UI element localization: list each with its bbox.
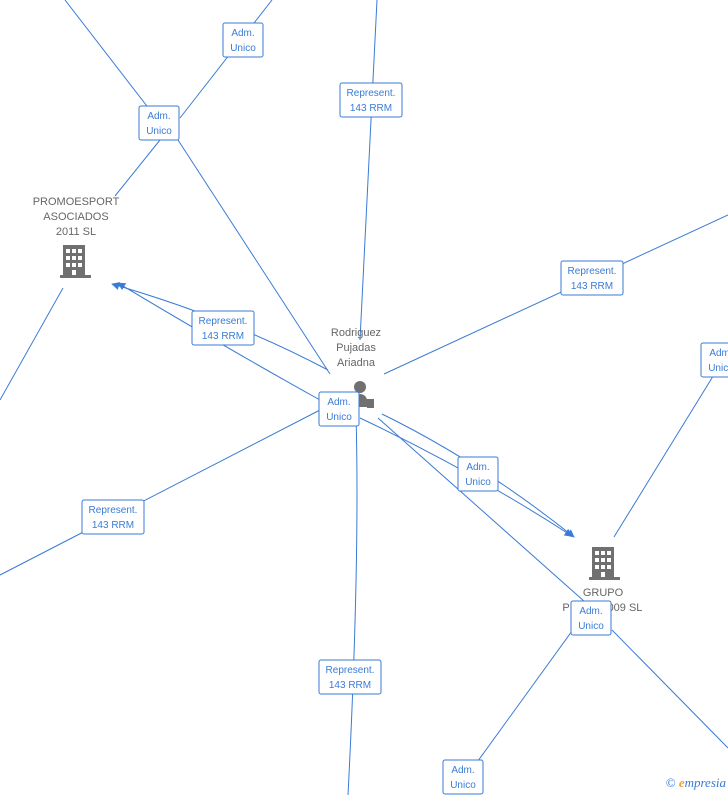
edge-label-text: 143 RRM [202, 331, 244, 342]
edge-label-text: Adm. [709, 348, 728, 359]
edge-label-text: Adm. [231, 28, 254, 39]
edge-label-text: Represent. [89, 505, 138, 516]
copyright-symbol: © [665, 775, 676, 790]
edge-label-text: 143 RRM [350, 103, 392, 114]
edge-label-text: Adm. [466, 462, 489, 473]
edge-top-represent [359, 0, 378, 341]
edge-label-adm-unico-4[interactable]: Adm. Unico [318, 391, 360, 427]
edge-adm-top [179, 0, 273, 119]
building-icon[interactable] [589, 547, 620, 580]
edge-right-represent [383, 214, 728, 375]
edge-label-represent-2[interactable]: Represent. 143 RRM [560, 260, 624, 296]
edge-promo-left [0, 287, 64, 401]
promoesport-line-3: 2011 SL [56, 226, 96, 238]
promoesport-line-2: ASOCIADOS [43, 211, 108, 223]
edge-label-text: Unico [146, 126, 172, 137]
edge-top-left [64, 0, 161, 124]
edge-label-text: Unico [326, 412, 352, 423]
edge-label-represent-3[interactable]: Represent. 143 RRM [191, 310, 255, 346]
edge-label-text: Represent. [199, 316, 248, 327]
edge-label-adm-unico-3[interactable]: Adm. Unico [700, 342, 728, 378]
edge-label-text: Represent. [326, 665, 375, 676]
edge-promo-up [114, 139, 161, 197]
brand-initial: e [678, 775, 685, 790]
edge-label-text: 143 RRM [329, 680, 371, 691]
edge-label-text: Represent. [568, 266, 617, 277]
node-label-person[interactable]: Rodriguez Pujadas Ariadna [331, 327, 381, 369]
empresia-logo: © empresia [666, 775, 726, 791]
edge-label-text: Adm. [147, 111, 170, 122]
edge-label-text: Unico [465, 477, 491, 488]
edge-label-adm-unico-1[interactable]: Adm. Unico [222, 22, 264, 58]
edge-adm-to-person [177, 139, 331, 375]
edge-label-text: Unico [578, 621, 604, 632]
grupo-line-1: GRUPO [583, 587, 624, 599]
node-label-promoesport[interactable]: PROMOESPORT ASOCIADOS 2011 SL [33, 196, 120, 238]
edge-label-adm-unico-6[interactable]: Adm. Unico [570, 600, 612, 636]
edge-labels: Adm. Unico Adm. Unico Represent. 143 RRM… [81, 22, 728, 795]
person-name-line-2: Pujadas [336, 342, 376, 354]
edge-grupo-down-left [474, 619, 581, 766]
edge-label-represent-5[interactable]: Represent. 143 RRM [318, 659, 382, 695]
edge-label-text: Adm. [451, 765, 474, 776]
edge-label-adm-unico-7[interactable]: Adm. Unico [442, 759, 484, 795]
grupo-line-2b: 009 SL [608, 602, 643, 614]
grupo-line-2a: P [562, 602, 569, 614]
person-name-line-3: Ariadna [337, 357, 376, 369]
promoesport-line-1: PROMOESPORT [33, 196, 120, 208]
edge-grupo-up-right [613, 372, 716, 538]
edge-person-down [347, 414, 358, 795]
edge-grupo-down-right [611, 629, 728, 749]
edge-label-text: 143 RRM [571, 281, 613, 292]
edge-label-adm-unico-5[interactable]: Adm. Unico [457, 456, 499, 492]
edge-label-adm-unico-2[interactable]: Adm. Unico [138, 105, 180, 141]
node-label-grupo[interactable]: GRUPO P 009 SL [562, 587, 642, 614]
edge-label-represent-1[interactable]: Represent. 143 RRM [339, 82, 403, 118]
edge-label-text: Unico [450, 780, 476, 791]
edge-label-represent-4[interactable]: Represent. 143 RRM [81, 499, 145, 535]
edge-person-to-grupo-3 [377, 417, 595, 611]
edge-label-text: Represent. [347, 88, 396, 99]
edge-label-text: Adm. [579, 606, 602, 617]
building-icon[interactable] [60, 245, 91, 278]
edge-label-text: Unico [708, 363, 728, 374]
edge-person-left-represent [0, 409, 321, 576]
edge-person-to-promo-2 [117, 282, 321, 401]
edge-label-text: 143 RRM [92, 520, 134, 531]
edge-label-text: Unico [230, 43, 256, 54]
edge-label-text: Adm. [327, 397, 350, 408]
brand-name: mpresia [684, 775, 726, 790]
person-name-line-1: Rodriguez [331, 327, 381, 339]
